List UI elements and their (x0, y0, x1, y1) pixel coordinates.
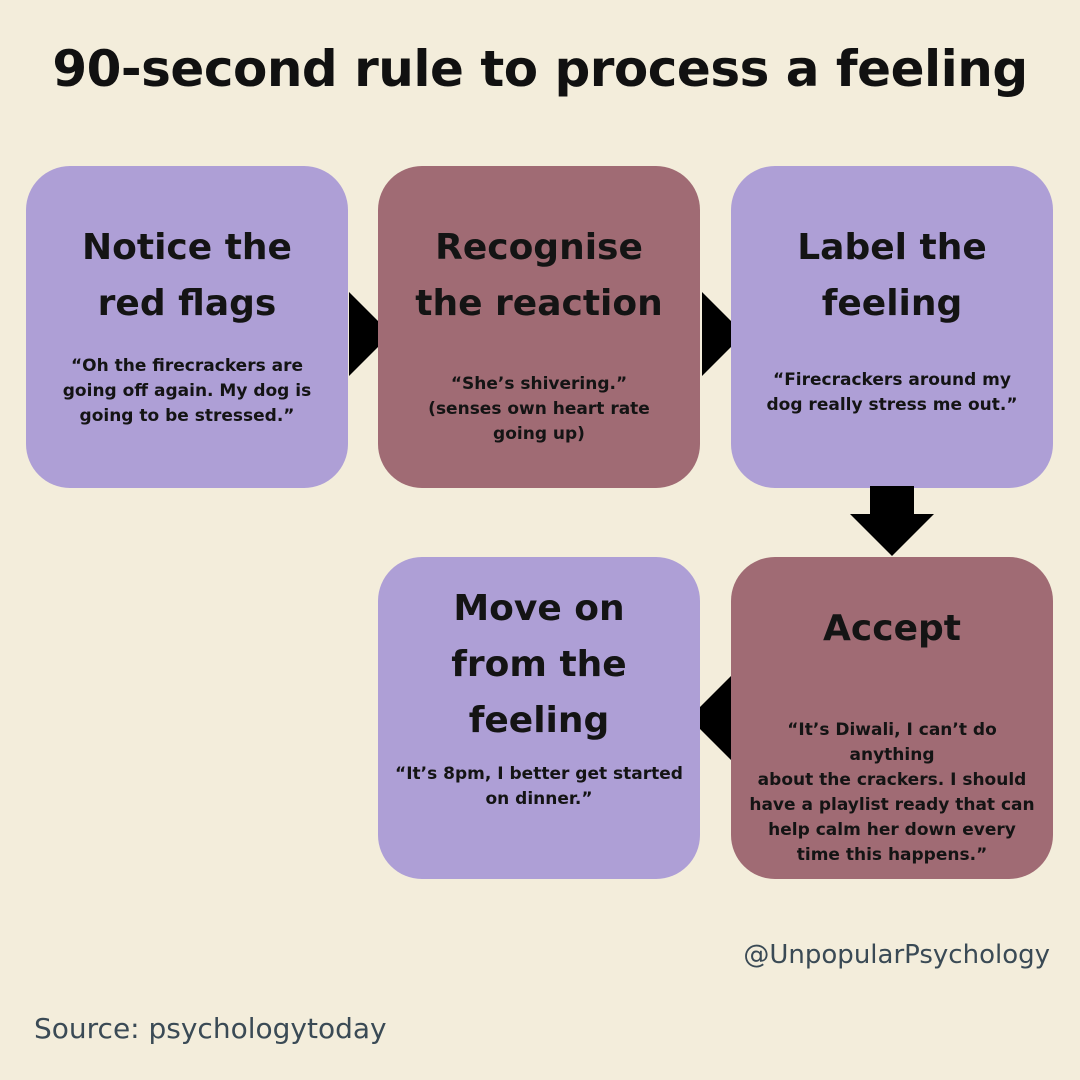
arrow-down-icon (850, 514, 934, 556)
step-quote: “Firecrackers around my dog really stres… (766, 370, 1018, 415)
step-heading: Label the feeling (797, 227, 987, 324)
social-handle: @UnpopularPsychology (743, 940, 1050, 970)
step-heading: Accept (823, 608, 961, 649)
step-quote: “Oh the firecrackers are going off again… (62, 356, 312, 426)
source-credit: Source: psychologytoday (34, 1012, 387, 1045)
step-card-accept: Accept “It’s Diwali, I can’t do anything… (731, 557, 1053, 879)
step-quote: “She’s shivering.” (senses own heart rat… (428, 374, 650, 444)
step-heading: Notice the red flags (82, 227, 292, 324)
step-card-move-on: Move on from the feeling “It’s 8pm, I be… (378, 557, 700, 879)
step-card-recognise: Recognise the reaction “She’s shivering.… (378, 166, 700, 488)
page-title: 90-second rule to process a feeling (52, 40, 1028, 98)
step-quote: “It’s 8pm, I better get started on dinne… (395, 764, 683, 809)
step-card-notice: Notice the red flags “Oh the firecracker… (26, 166, 348, 488)
step-heading: Move on from the feeling (451, 588, 627, 741)
arrow-down-stem (870, 486, 914, 514)
step-quote: “It’s Diwali, I can’t do anything about … (749, 720, 1035, 865)
step-card-label: Label the feeling “Firecrackers around m… (731, 166, 1053, 488)
step-heading: Recognise the reaction (415, 227, 663, 324)
